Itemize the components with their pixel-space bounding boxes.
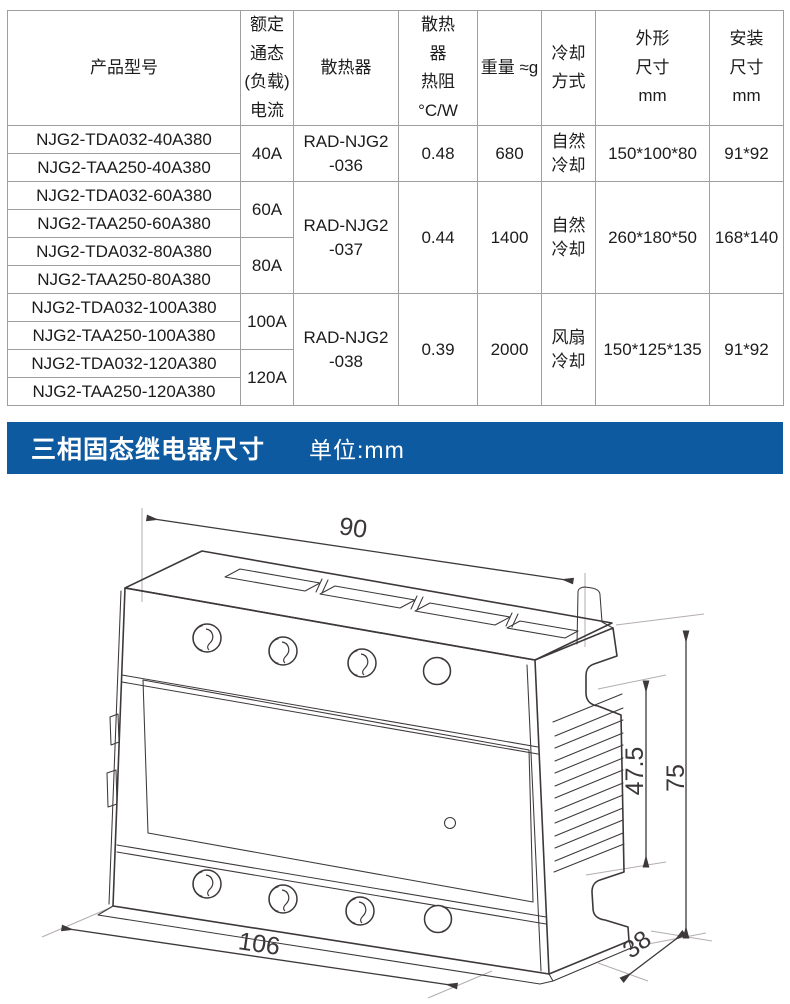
- weight-cell: 2000: [477, 293, 542, 407]
- model-cell: NJG2-TDA032-120A380: [7, 349, 241, 379]
- heatsink-fins: [552, 693, 625, 873]
- heatsink-cell: RAD-NJG2 -036: [293, 125, 399, 183]
- header-model: 产品型号: [7, 9, 241, 127]
- table-row: NJG2-TDA032-60A380 60A RAD-NJG2 -037 0.4…: [7, 181, 784, 295]
- label-panel: [142, 679, 534, 903]
- model-cell: NJG2-TDA032-100A380: [7, 293, 241, 323]
- dim-label-total-height: 75: [662, 764, 690, 792]
- header-thermal-resistance: 散热 器 热阻 °C/W: [398, 9, 478, 127]
- dimension-total-height: 75: [662, 630, 690, 939]
- outline-cell: 260*180*50: [595, 181, 710, 295]
- table-row: NJG2-TAA250-60A380: [7, 209, 784, 239]
- header-heatsink: 散热器: [293, 9, 399, 127]
- header-current: 额定 通态 (负载) 电流: [240, 9, 294, 127]
- table-row: NJG2-TDA032-120A380 120A: [7, 349, 784, 407]
- table-row: NJG2-TAA250-100A380: [7, 321, 784, 351]
- model-cell: NJG2-TAA250-100A380: [7, 321, 241, 351]
- cooling-cell: 自然 冷却: [541, 125, 596, 183]
- table-row: NJG2-TAA250-120A380: [7, 377, 784, 407]
- heatsink-cell: RAD-NJG2 -038: [293, 293, 399, 407]
- front-face: [112, 587, 550, 975]
- cooling-cell: 自然 冷却: [541, 181, 596, 295]
- cooling-cell: 风扇 冷却: [541, 293, 596, 407]
- current-cell: 100A: [240, 293, 294, 351]
- mount-cell: 168*140: [709, 181, 784, 295]
- header-weight: 重量 ≈g: [477, 9, 542, 127]
- model-cell: NJG2-TDA032-80A380: [7, 237, 241, 267]
- table-row: NJG2-TAA250-40A380: [7, 153, 784, 183]
- spec-table: 产品型号 额定 通态 (负载) 电流 散热器 散热 器 热阻 °C/W 重量 ≈…: [7, 9, 784, 407]
- section-bar: 三相固态继电器尺寸 单位:mm: [7, 422, 783, 475]
- section-unit-label: 单位:mm: [309, 437, 405, 464]
- model-cell: NJG2-TAA250-120A380: [7, 377, 241, 407]
- relay-isometric-drawing: 90 47.5 75 106 38: [41, 508, 713, 999]
- weight-cell: 680: [477, 125, 542, 183]
- weight-cell: 1400: [477, 181, 542, 295]
- dim-label-top-width: 90: [337, 512, 369, 544]
- dimension-fin-height: 47.5: [621, 680, 650, 868]
- model-cell: NJG2-TDA032-60A380: [7, 181, 241, 211]
- mount-cell: 91*92: [709, 293, 784, 407]
- dimension-bottom-width: 106: [61, 924, 458, 990]
- thermal-cell: 0.44: [398, 181, 478, 295]
- dimension-drawing: 90 47.5 75 106 38: [0, 474, 790, 1004]
- model-cell: NJG2-TAA250-80A380: [7, 265, 241, 295]
- table-row: NJG2-TDA032-40A380 40A RAD-NJG2 -036 0.4…: [7, 125, 784, 183]
- current-cell: 40A: [240, 125, 294, 183]
- outline-cell: 150*100*80: [595, 125, 710, 183]
- mount-cell: 91*92: [709, 125, 784, 183]
- dimension-depth: 38: [617, 925, 687, 984]
- dimension-top-width: 90: [146, 512, 574, 585]
- section-title: 三相固态继电器尺寸: [31, 436, 266, 465]
- left-edge-tabs: [106, 713, 120, 808]
- header-cooling: 冷却 方式: [541, 9, 596, 127]
- outline-cell: 150*125*135: [595, 293, 710, 407]
- din-clip-tab: [576, 586, 614, 645]
- dim-label-bottom-width: 106: [236, 927, 281, 961]
- current-cell: 120A: [240, 349, 294, 407]
- model-cell: NJG2-TAA250-60A380: [7, 209, 241, 239]
- heatsink-side-profile: [534, 627, 630, 975]
- model-cell: NJG2-TDA032-40A380: [7, 125, 241, 155]
- thermal-cell: 0.48: [398, 125, 478, 183]
- table-header-row: 产品型号 额定 通态 (负载) 电流 散热器 散热 器 热阻 °C/W 重量 ≈…: [7, 9, 784, 127]
- lower-terminal-groove: [116, 844, 547, 925]
- dim-label-fin-height: 47.5: [621, 747, 649, 796]
- current-cell: 60A: [240, 181, 294, 239]
- relay-body: [97, 550, 632, 985]
- top-terminal-slots: [224, 568, 579, 639]
- upper-terminal-groove: [121, 674, 539, 755]
- led-indicator: [443, 817, 457, 830]
- heatsink-cell: RAD-NJG2 -037: [293, 181, 399, 295]
- header-mount-size: 安装 尺寸 mm: [709, 9, 784, 127]
- model-cell: NJG2-TAA250-40A380: [7, 153, 241, 183]
- current-cell: 80A: [240, 237, 294, 295]
- upper-terminal-screws: [192, 623, 452, 686]
- table-row: NJG2-TAA250-80A380: [7, 265, 784, 295]
- header-outline-size: 外形 尺寸 mm: [595, 9, 710, 127]
- table-row: NJG2-TDA032-100A380 100A RAD-NJG2 -038 0…: [7, 293, 784, 407]
- thermal-cell: 0.39: [398, 293, 478, 407]
